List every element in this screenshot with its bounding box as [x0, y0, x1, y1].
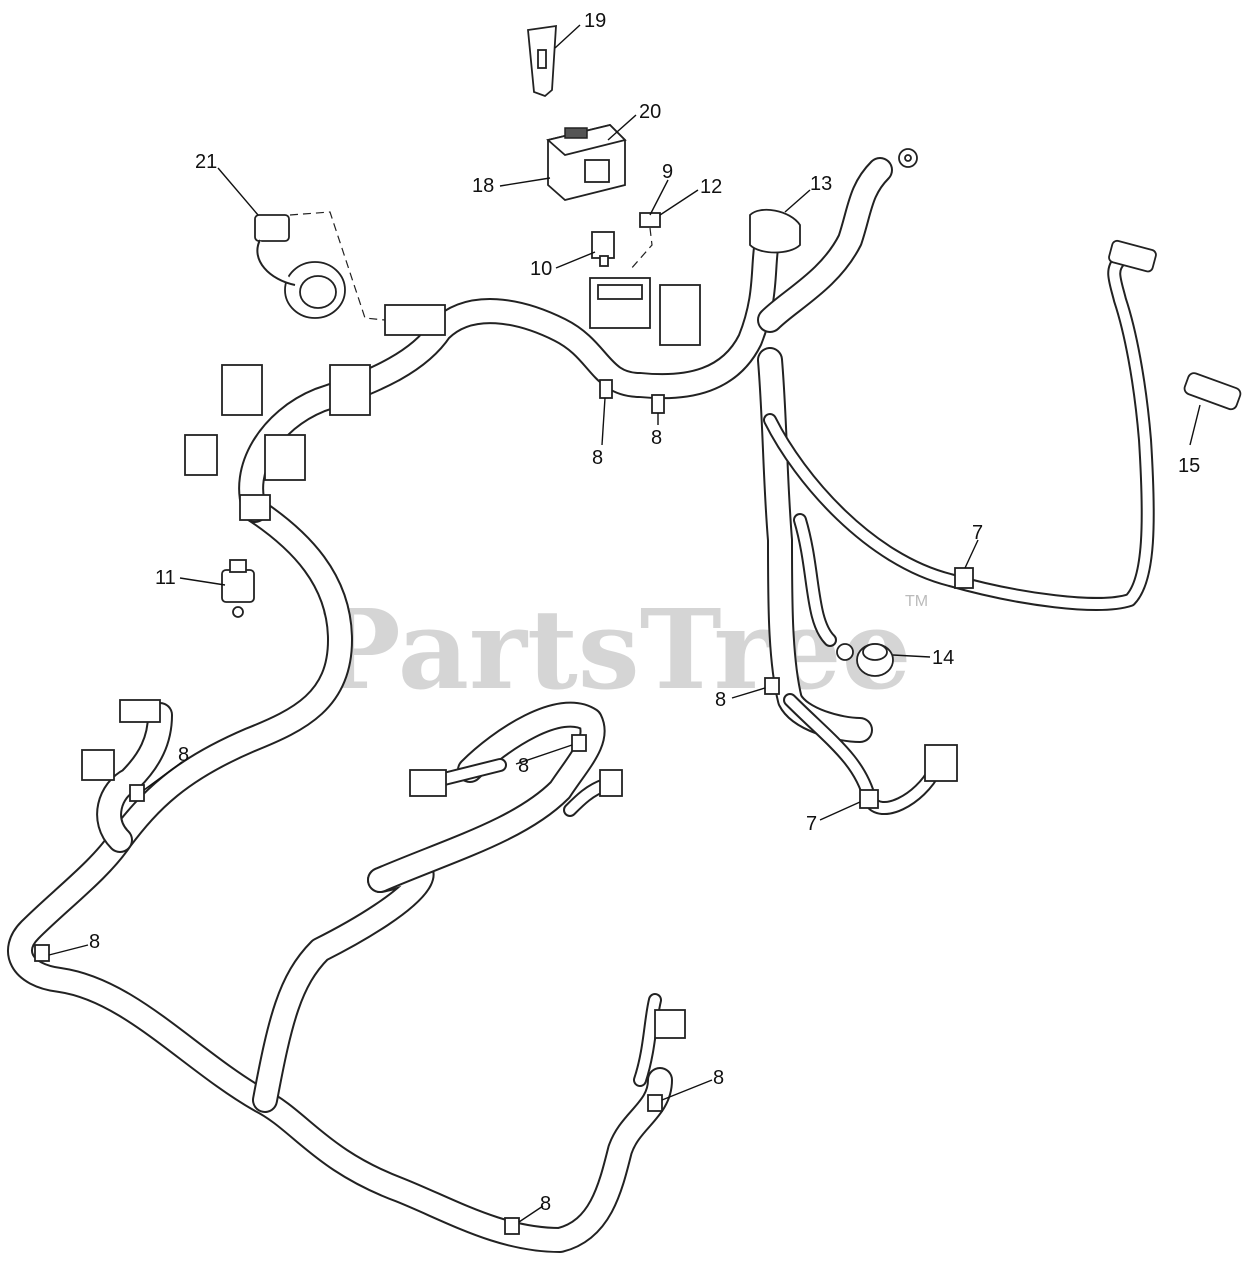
part-10-relay — [591, 231, 615, 267]
fuse-block — [589, 277, 701, 346]
callout-18: 18 — [472, 175, 494, 197]
callout-15: 15 — [1178, 455, 1200, 477]
main-harness — [7, 157, 1155, 1253]
callout-14: 14 — [932, 647, 954, 669]
callout-9: 9 — [662, 161, 673, 183]
svg-text:PartsTree: PartsTree — [318, 585, 912, 714]
callout-21: 21 — [195, 151, 217, 173]
callout-7-a: 7 — [972, 522, 983, 544]
callout-13: 13 — [810, 173, 832, 195]
callout-8-a: 8 — [592, 447, 603, 469]
part-15-connector — [1108, 239, 1242, 411]
leader-lines — [48, 24, 1201, 1223]
callout-8-d: 8 — [178, 744, 189, 766]
callout-8-b: 8 — [651, 427, 662, 449]
callout-labels: 19 20 18 21 9 12 13 10 8 8 15 11 7 14 8 … — [89, 10, 1200, 1215]
harness-connectors — [81, 304, 958, 1039]
ring-terminal-top — [898, 148, 918, 168]
part-13-boot — [749, 208, 801, 254]
callout-8-h: 8 — [540, 1193, 551, 1215]
part-19-bracket — [527, 24, 557, 98]
callout-8-c: 8 — [715, 689, 726, 711]
callout-8-e: 8 — [518, 755, 529, 777]
callout-10: 10 — [530, 258, 552, 280]
callout-8-f: 8 — [89, 931, 100, 953]
callout-19: 19 — [584, 10, 606, 32]
part-14-boot — [836, 643, 894, 677]
part-18-20-relay-box — [546, 124, 627, 201]
part-9-12-fuse — [629, 212, 661, 271]
part-21-switch — [254, 211, 386, 321]
callout-20: 20 — [639, 101, 661, 123]
part-11-sensor — [221, 559, 255, 618]
callout-8-g: 8 — [713, 1067, 724, 1089]
callout-12: 12 — [700, 176, 722, 198]
callout-11: 11 — [155, 567, 176, 589]
svg-text:TM: TM — [905, 593, 928, 610]
callout-7-b: 7 — [806, 813, 817, 835]
clips — [34, 379, 974, 1235]
